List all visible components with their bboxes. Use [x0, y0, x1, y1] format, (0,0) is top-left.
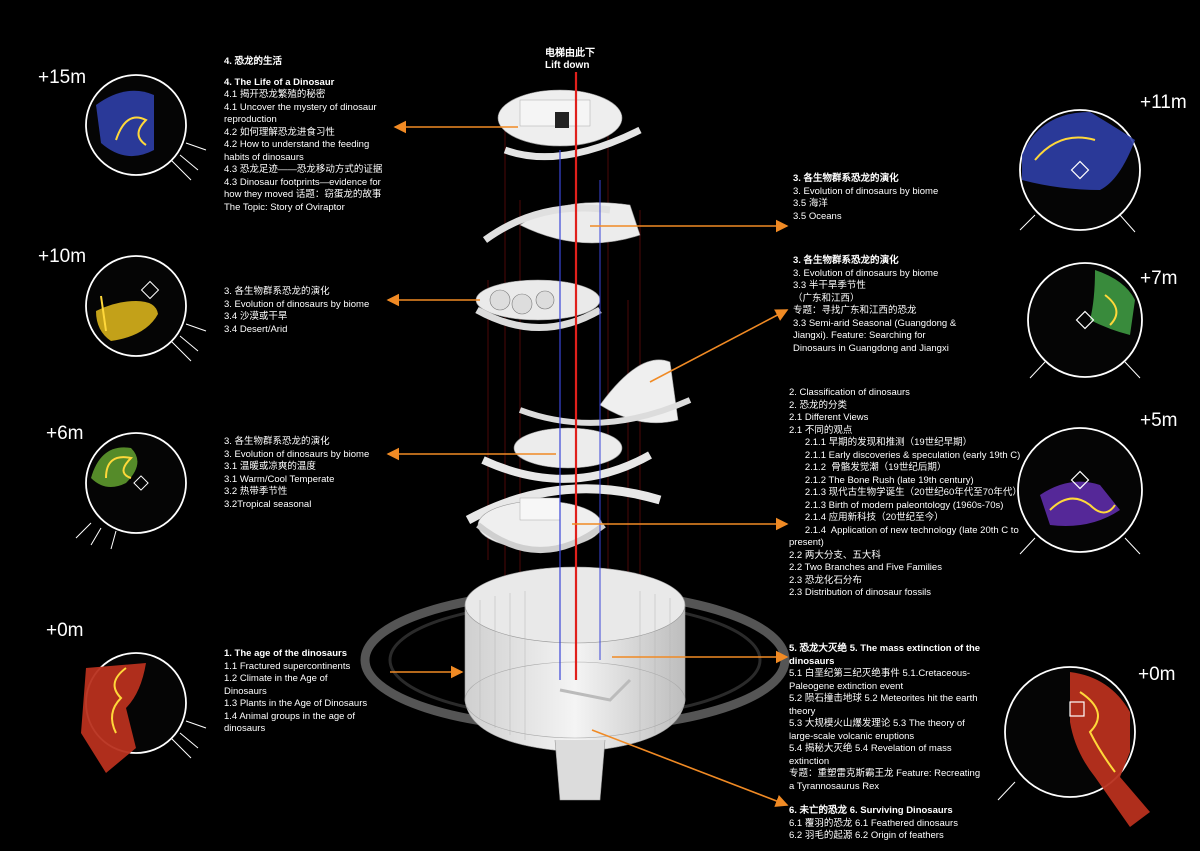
plan-right-7m	[1027, 262, 1143, 379]
text-line: 4.2 如何理解恐龙进食习性	[224, 126, 335, 138]
text-line: 3. 各生物群系恐龙的演化	[224, 436, 330, 447]
central-tower	[360, 72, 790, 801]
text-line: 专题：寻找广东和江西的恐龙	[793, 305, 917, 316]
level-label-left-6m: +6m	[46, 423, 84, 444]
text-line: 1. The age of the dinosaurs	[224, 648, 347, 659]
text-line	[224, 69, 389, 77]
text-line: 3.3 半干旱季节性	[793, 280, 866, 291]
text-line: 4. 恐龙的生活	[224, 56, 283, 67]
text-line: 2.3 恐龙化石分布	[789, 574, 862, 586]
text-line: 2.1.4 应用新科技（20世纪至今）	[789, 512, 944, 523]
text-line: 5.4 揭秘大灭绝 5.4 Revelation of mass extinct…	[789, 743, 952, 767]
text-line: 6.1 覆羽的恐龙 6.1 Feathered dinosaurs	[789, 817, 958, 829]
floor-disc-2	[475, 279, 602, 331]
text-line: 2.1.2 骨骼发觉潮（19世纪后期）	[789, 462, 947, 473]
text-line: 6. 未亡的恐龙 6. Surviving Dinosaurs	[789, 805, 953, 816]
arrow-icon	[649, 309, 789, 383]
level-label-right-0m: +0m	[1138, 664, 1176, 685]
text-line: 3.5 海洋	[793, 198, 828, 209]
text-line: The Topic: Story of Oviraptor	[224, 201, 345, 213]
text-line: 5. 恐龙大灭绝 5. The mass extinction of the d…	[789, 643, 981, 667]
text-line: 3.4 沙漠或干旱	[224, 311, 288, 322]
text-line: 2.1 Different Views	[789, 412, 869, 423]
text-line: 3. 各生物群系恐龙的演化	[793, 173, 899, 184]
text-line: 3. Evolution of dinosaurs by biome	[224, 448, 370, 460]
text-line: 4.3 恐龙足迹——恐龙移动方式的证据	[224, 164, 383, 175]
text-block-desert: 3. 各生物群系恐龙的演化 3. Evolution of dinosaurs …	[224, 286, 374, 336]
text-line: 2.1.2 The Bone Rush (late 19th century)	[789, 474, 974, 486]
level-label-right-5m: +5m	[1140, 410, 1178, 431]
floor-disc-5	[465, 484, 662, 553]
text-line: 2.1.1 早期的发现和推测（19世纪早期）	[789, 437, 973, 448]
plan-left-0m	[81, 652, 207, 773]
text-line: 3.2 热带季节性	[224, 486, 288, 497]
plan-left-6m	[75, 432, 187, 550]
level-label-left-15m: +15m	[38, 67, 87, 88]
text-line: 4.1 揭开恐龙繁殖的秘密	[224, 89, 326, 100]
text-line: 3. Evolution of dinosaurs by biome	[793, 267, 939, 279]
text-line: 5.1 白垩纪第三纪灭绝事件 5.1.Cretaceous-Paleogene …	[789, 668, 971, 692]
text-line: 2.1.3 现代古生物学诞生（20世纪60年代至70年代）	[789, 487, 1022, 498]
text-line: 3.1 Warm/Cool Temperate	[224, 473, 335, 485]
arrow-icon	[591, 729, 789, 807]
text-block-classification: 2. Classification of dinosaurs 2. 恐龙的分类 …	[789, 387, 1029, 600]
level-label-left-10m: +10m	[38, 246, 87, 267]
text-line: 1.3 Plants in the Age of Dinosaurs	[224, 698, 368, 709]
level-label-right-7m: +7m	[1140, 268, 1178, 289]
floor-disc-1	[482, 202, 641, 244]
text-line: 5.2 陨石撞击地球 5.2 Meteorites hit the earth …	[789, 693, 978, 717]
level-label-left-0m: +0m	[46, 620, 84, 641]
text-block-semiarid: 3. 各生物群系恐龙的演化 3. Evolution of dinosaurs …	[793, 255, 958, 355]
text-line: 2.3 Distribution of dinosaur fossils	[789, 587, 932, 598]
text-block-age: 1. The age of the dinosaurs 1.1 Fracture…	[224, 648, 372, 736]
text-block-life: 4. 恐龙的生活 4. The Life of a Dinosaur 4.1 揭…	[224, 56, 389, 214]
text-line: 3. 各生物群系恐龙的演化	[793, 255, 899, 266]
plan-left-10m	[85, 255, 207, 362]
text-line: 1.2 Climate in the Age of Dinosaurs	[224, 673, 328, 697]
text-line: 2.2 两大分支、五大科	[789, 549, 881, 561]
text-block-temperate: 3. 各生物群系恐龙的演化 3. Evolution of dinosaurs …	[224, 436, 374, 511]
text-line: 1.4 Animal groups in the age of dinosaur…	[224, 710, 355, 735]
text-line: 3. Evolution of dinosaurs by biome	[224, 298, 370, 310]
floor-disc-3	[518, 359, 692, 426]
plan-left-15m	[85, 74, 207, 181]
plan-right-5m	[1017, 427, 1143, 555]
text-block-extinction: 5. 恐龙大灭绝 5. The mass extinction of the d…	[789, 643, 984, 793]
text-line: 4.1 Uncover the mystery of dinosaur repr…	[224, 101, 377, 126]
top-floor	[497, 89, 642, 161]
lift-label: 电梯由此下 Lift down	[545, 48, 595, 72]
text-line: 3.3 Semi-arid Seasonal (Guangdong & Jian…	[793, 317, 957, 354]
text-line: 3.5 Oceans	[793, 210, 842, 222]
text-line: 4.3 Dinosaur footprints—evidence for how…	[224, 176, 382, 201]
leader-arrows	[386, 120, 789, 807]
text-line: 4.2 How to understand the feeding habits…	[224, 139, 370, 163]
text-block-oceans: 3. 各生物群系恐龙的演化 3. Evolution of dinosaurs …	[793, 173, 943, 223]
text-line: （广东和江西）	[793, 292, 860, 304]
level-label-right-11m: +11m	[1140, 92, 1187, 113]
floor-disc-4	[481, 427, 652, 483]
text-line: 6.2 羽毛的起源 6.2 Origin of feathers	[789, 830, 944, 841]
text-line: 专题：重塑雷克斯霸王龙 Feature: Recreating a Tyrann…	[789, 768, 981, 792]
text-line: 2.1.3 Birth of modern paleontology (1960…	[789, 499, 1004, 511]
text-block-surviving: 6. 未亡的恐龙 6. Surviving Dinosaurs 6.1 覆羽的恐…	[789, 805, 999, 843]
text-line: 3.2Tropical seasonal	[224, 498, 312, 510]
plan-right-0m	[997, 666, 1150, 827]
text-line: 1.1 Fractured supercontinents	[224, 660, 351, 672]
plan-right-11m	[1019, 109, 1141, 233]
lift-label-cn: 电梯由此下	[545, 48, 595, 59]
text-line: 2.2 Two Branches and Five Families	[789, 562, 942, 573]
text-line: 3. Evolution of dinosaurs by biome	[793, 185, 939, 197]
text-line: 3.4 Desert/Arid	[224, 323, 288, 335]
lift-label-en: Lift down	[545, 60, 590, 71]
text-line: 5.3 大规模火山爆发理论 5.3 The theory of large-sc…	[789, 718, 965, 742]
text-line: 3.1 温暖或凉爽的温度	[224, 461, 316, 472]
text-line: 2. Classification of dinosaurs	[789, 387, 910, 398]
text-line: 2.1.1 Early discoveries & speculation (e…	[789, 449, 1021, 461]
text-line: 4. The Life of a Dinosaur	[224, 76, 335, 88]
text-line: 3. 各生物群系恐龙的演化	[224, 286, 330, 297]
text-line: 2.1 不同的观点	[789, 424, 853, 436]
text-line: 2.1.4 Application of new technology (lat…	[789, 524, 1022, 549]
text-line: 2. 恐龙的分类	[789, 399, 848, 411]
